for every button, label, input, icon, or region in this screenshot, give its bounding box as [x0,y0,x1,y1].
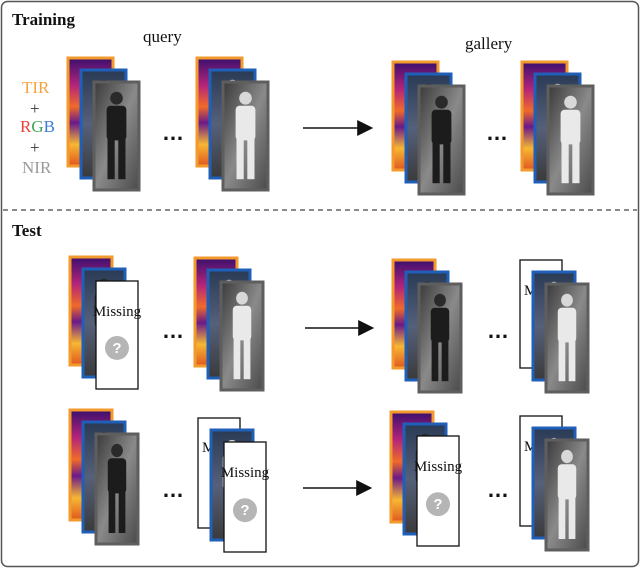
query-label: query [143,27,182,46]
rgb-g: G [31,117,43,136]
missing-text: Missing [414,459,463,475]
test2-query-1 [68,408,140,546]
test1-gallery-1 [391,258,463,394]
rgb-r: R [20,117,32,136]
missing-nir-card [416,435,460,547]
train-gallery-2 [520,60,595,196]
test2-gallery-ellipsis: … [487,477,509,502]
missing-question-icon [105,335,129,360]
train-gallery-ellipsis: … [486,120,508,145]
training-title: Training [12,10,75,29]
question-mark: ? [240,502,249,519]
missing-question-icon [426,492,450,517]
plus-sign-2: + [30,138,40,157]
test1-query-2 [193,256,265,392]
missing-text: Missing [93,304,142,320]
test1-query-1: Missing? [68,255,142,390]
rgb-b: B [44,117,55,136]
train-query-1 [66,56,141,192]
test-title: Test [12,221,42,240]
test1-gallery-2: M [519,259,590,394]
missing-nir-card [223,441,267,553]
missing-nir-card [95,280,139,390]
train-query-ellipsis: … [162,120,184,145]
question-mark: ? [433,496,442,513]
train-gallery-1 [391,60,466,196]
modality-legend: TIR + RGB + NIR [20,78,55,177]
nir-frame [544,282,590,394]
tir-label: TIR [22,78,50,97]
test1-query-ellipsis: … [162,318,184,343]
train-query-2 [195,56,270,192]
test1-gallery-ellipsis: … [487,318,509,343]
rgb-label: RGB [20,117,55,136]
test2-gallery-1: Missing? [389,410,463,547]
nir-label: NIR [22,158,52,177]
test2-query-ellipsis: … [162,477,184,502]
question-mark: ? [112,340,121,357]
plus-sign: + [30,99,40,118]
missing-text: Missing [221,465,270,481]
missing-question-icon [233,498,257,523]
test2-gallery-2: M [519,415,590,552]
gallery-label: gallery [465,34,513,53]
